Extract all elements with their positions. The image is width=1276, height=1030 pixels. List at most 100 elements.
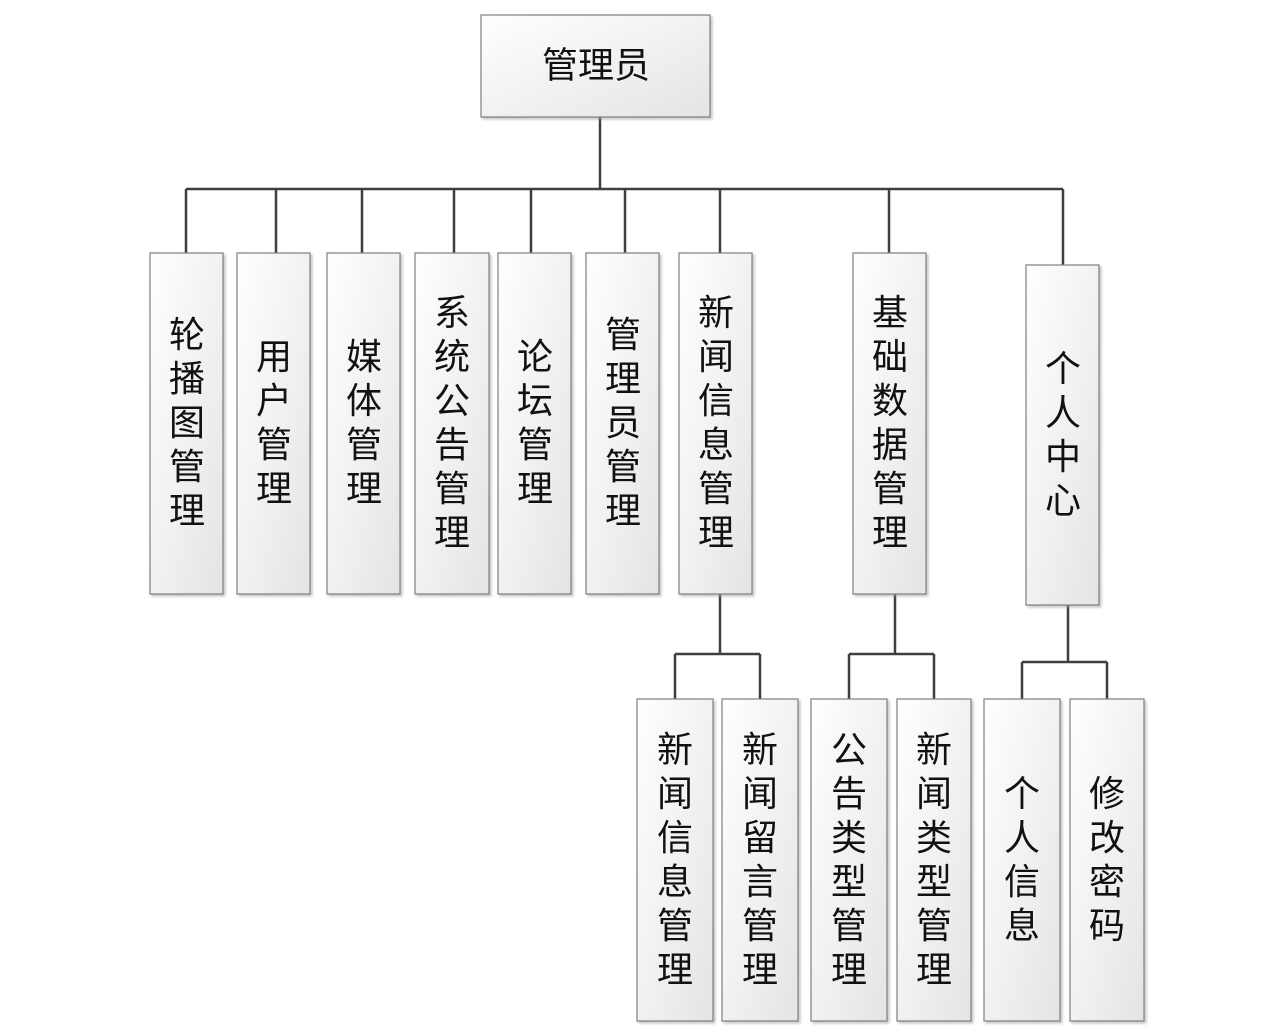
label-char: 新 [657, 730, 693, 771]
submodule-notice-type: 公告类型管理 [810, 698, 888, 1022]
module-user: 用户管理 [236, 252, 311, 595]
label-char: 管 [169, 447, 205, 488]
label-char: 闻 [916, 774, 952, 815]
label-char: 类 [831, 818, 867, 859]
label-char: 据 [872, 425, 908, 466]
submodule-change-password: 修改密码 [1069, 698, 1145, 1022]
label-char: 新 [698, 293, 734, 334]
label-char: 言 [742, 862, 778, 903]
label-char: 理 [605, 491, 641, 532]
submodule-personal-info: 个人信息 [983, 698, 1061, 1022]
module-label: 论坛管理 [517, 337, 553, 510]
label-char: 个 [1004, 774, 1040, 815]
submodule-label: 新闻留言管理 [742, 730, 778, 991]
label-char: 管 [434, 469, 470, 510]
label-char: 基 [872, 293, 908, 334]
label-char: 用 [256, 337, 292, 378]
submodule-label: 新闻类型管理 [916, 730, 952, 991]
label-char: 中 [1045, 437, 1081, 478]
label-char: 闻 [698, 337, 734, 378]
module-label: 新闻信息管理 [698, 293, 734, 554]
label-char: 理 [517, 469, 553, 510]
label-char: 理 [256, 469, 292, 510]
label-char: 论 [517, 337, 553, 378]
label-char: 管 [346, 425, 382, 466]
label-char: 留 [742, 818, 778, 859]
label-char: 户 [256, 381, 292, 422]
label-char: 人 [1045, 393, 1081, 434]
submodule-label: 公告类型管理 [831, 730, 867, 991]
label-char: 数 [872, 381, 908, 422]
label-char: 个 [1045, 349, 1081, 390]
module-label: 管理员管理 [605, 315, 641, 532]
label-char: 媒 [346, 337, 382, 378]
root-label: 管理员 [542, 46, 650, 87]
label-char: 修 [1089, 774, 1125, 815]
label-char: 图 [169, 403, 205, 444]
label-char: 闻 [742, 774, 778, 815]
module-label: 轮播图管理 [169, 315, 205, 532]
label-char: 闻 [657, 774, 693, 815]
label-char: 密 [1089, 862, 1125, 903]
label-char: 管 [831, 906, 867, 947]
label-char: 理 [698, 513, 734, 554]
label-char: 理 [916, 950, 952, 991]
module-base-data: 基础数据管理 [852, 252, 927, 595]
module-media: 媒体管理 [326, 252, 401, 595]
label-char: 轮 [169, 315, 205, 356]
submodule-news-info: 新闻信息管理 [636, 698, 714, 1022]
label-char: 码 [1089, 906, 1125, 947]
label-char: 理 [346, 469, 382, 510]
label-char: 体 [346, 381, 382, 422]
label-char: 管 [605, 315, 641, 356]
module-label: 系统公告管理 [434, 293, 470, 554]
module-label: 用户管理 [256, 337, 292, 510]
submodule-label: 个人信息 [1004, 774, 1040, 947]
label-char: 理 [742, 950, 778, 991]
connector-lines [184, 117, 1109, 699]
label-char: 新 [742, 730, 778, 771]
module-label: 媒体管理 [346, 337, 382, 510]
label-char: 理 [434, 513, 470, 554]
label-char: 心 [1045, 481, 1081, 522]
label-char: 坛 [517, 381, 553, 422]
label-char: 管 [517, 425, 553, 466]
label-char: 息 [698, 425, 734, 466]
module-carousel: 轮播图管理 [149, 252, 224, 595]
label-char: 信 [1004, 862, 1040, 903]
label-char: 管 [605, 447, 641, 488]
label-char: 理 [872, 513, 908, 554]
label-char: 理 [657, 950, 693, 991]
label-char: 信 [698, 381, 734, 422]
label-char: 管 [872, 469, 908, 510]
label-char: 人 [1004, 818, 1040, 859]
module-news: 新闻信息管理 [678, 252, 753, 595]
label-char: 息 [657, 862, 693, 903]
label-char: 管 [916, 906, 952, 947]
label-char: 型 [916, 862, 952, 903]
label-char: 员 [605, 403, 641, 444]
label-char: 改 [1089, 818, 1125, 859]
label-char: 管 [256, 425, 292, 466]
label-char: 理 [605, 359, 641, 400]
module-personal: 个人中心 [1025, 264, 1100, 606]
label-char: 管 [742, 906, 778, 947]
label-char: 告 [831, 774, 867, 815]
label-char: 息 [1004, 906, 1040, 947]
label-char: 播 [169, 359, 205, 400]
label-char: 公 [434, 381, 470, 422]
module-label: 个人中心 [1045, 349, 1081, 522]
label-char: 理 [831, 950, 867, 991]
label-char: 系 [434, 293, 470, 334]
module-notice: 系统公告管理 [414, 252, 490, 595]
submodule-label: 修改密码 [1089, 774, 1125, 947]
module-admin: 管理员管理 [585, 252, 660, 595]
label-char: 理 [169, 491, 205, 532]
label-char: 新 [916, 730, 952, 771]
submodule-label: 新闻信息管理 [657, 730, 693, 991]
module-label: 基础数据管理 [872, 293, 908, 554]
label-char: 础 [872, 337, 908, 378]
label-char: 统 [434, 337, 470, 378]
label-char: 告 [434, 425, 470, 466]
